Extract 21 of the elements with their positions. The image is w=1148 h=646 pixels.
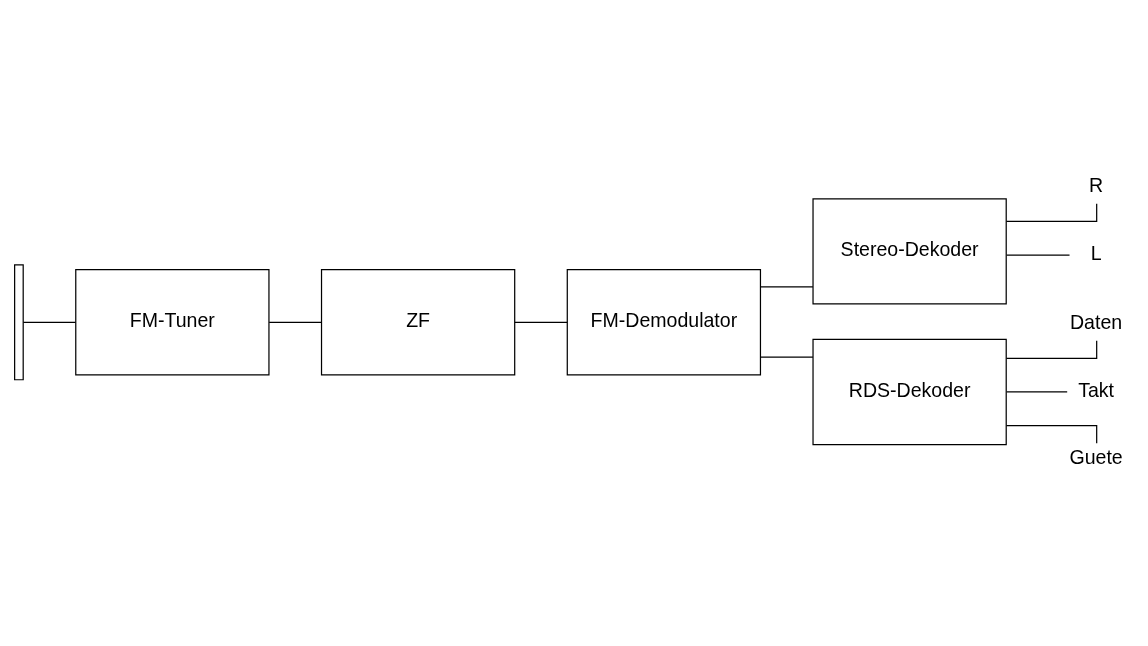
connector <box>514 321 568 323</box>
node-text: Takt <box>1078 378 1114 401</box>
connector <box>1005 424 1098 444</box>
connector <box>1005 202 1098 222</box>
connector <box>760 285 814 287</box>
connector <box>268 321 323 323</box>
connector <box>1005 339 1098 359</box>
node-text: Daten <box>1069 310 1123 333</box>
node-text: R <box>1089 173 1104 196</box>
connector <box>760 356 814 358</box>
node-bar <box>14 263 24 380</box>
node-box: RDS-Dekoder <box>812 338 1007 445</box>
connector <box>1006 390 1068 393</box>
connector <box>22 321 77 323</box>
node-box: FM-Demodulator <box>566 268 762 375</box>
connector <box>1006 253 1071 256</box>
node-text: Guete <box>1069 445 1123 468</box>
node-text: L <box>1090 241 1102 264</box>
node-box: Stereo-Dekoder <box>812 197 1007 305</box>
node-box: FM-Tuner <box>75 268 270 375</box>
node-box: ZF <box>320 268 516 375</box>
